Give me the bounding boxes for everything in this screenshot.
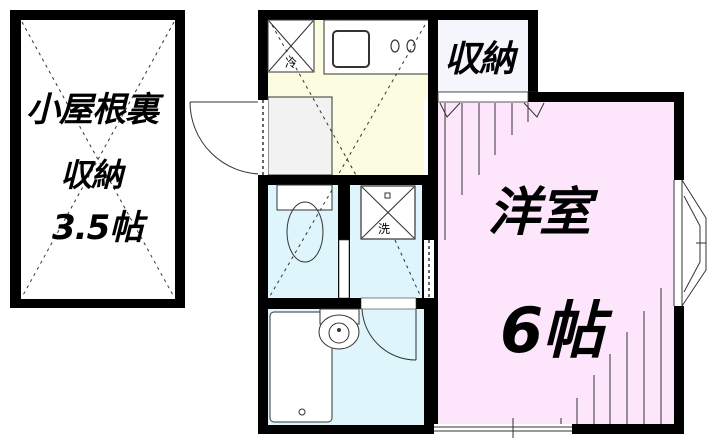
western-room-size: 6帖 — [500, 294, 604, 367]
fridge-mark: 冷 — [285, 56, 298, 70]
washer-mark: 洗 — [378, 222, 391, 236]
bathroom — [258, 297, 434, 434]
entry-door-swing — [189, 101, 263, 175]
attic-label-line2: 収納 — [60, 156, 123, 194]
attic-label-line1: 小屋根裏 — [26, 90, 159, 130]
toilet-washroom — [258, 175, 434, 305]
western-room — [428, 91, 707, 438]
main-walls — [258, 10, 434, 182]
storage-label: 収納 — [444, 39, 515, 80]
attic-label-line3: 3.5帖 — [52, 208, 143, 248]
attic-storage-room — [10, 10, 185, 308]
western-room-label: 洋室 — [488, 183, 591, 243]
